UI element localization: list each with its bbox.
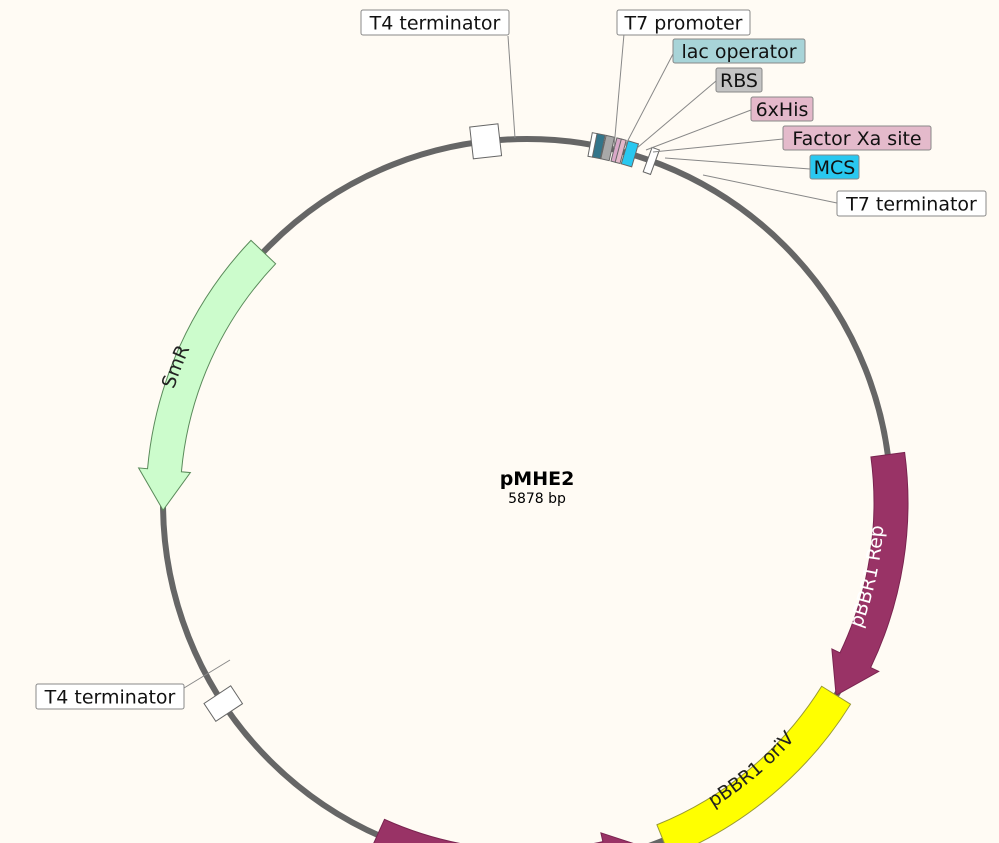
label-his_tag: 6xHis [756,99,809,121]
label-factor_xa: Factor Xa site [792,128,921,150]
feature-t4_term_top [469,123,503,160]
label-lac_operator: lac operator [681,41,796,63]
label-box-t4_term_left [35,683,185,710]
label-rbs: RBS [720,70,758,92]
label-box-t7_promoter [616,9,751,36]
leader-factor_xa [652,138,784,153]
leader-t7_promoter [613,33,625,149]
label-box-t4_term_top [360,9,510,36]
feature-lac_operator [591,132,606,160]
feature-pbbr1_oriv [656,685,852,843]
feature-smr [137,239,277,512]
feature-t7_term [642,146,661,176]
label-box-t7_term [836,190,987,217]
leader-t4_term_top [507,35,516,139]
label-mcs: MCS [814,157,856,179]
feature-factor_xa [614,138,627,165]
feature-mcs [620,140,640,168]
label-box-rbs [715,67,763,93]
label-box-factor_xa [782,125,932,151]
feature-rbs [600,134,616,162]
leader-t4_term_left [183,659,231,689]
leader-lac_operator [624,53,674,147]
label-box-mcs [809,154,860,180]
leader-t7_term [702,174,838,204]
leader-mcs [664,157,811,170]
plasmid-size: 5878 bp [508,491,566,507]
leader-rbs [636,80,717,149]
leader-his_tag [645,109,752,151]
label-t7_promoter: T7 promoter [624,13,743,35]
feature-mob [373,818,634,843]
label-box-his_tag [750,96,814,122]
feature-t4_term_left [203,685,244,723]
leaders-layer [183,33,838,689]
plasmid-name: pMHE2 [500,468,575,490]
label-t4_term_left: T4 terminator [44,687,176,709]
label-t7_term: T7 terminator [845,194,977,216]
label-box-lac_operator [672,38,806,64]
label-t4_term_top: T4 terminator [369,13,501,35]
